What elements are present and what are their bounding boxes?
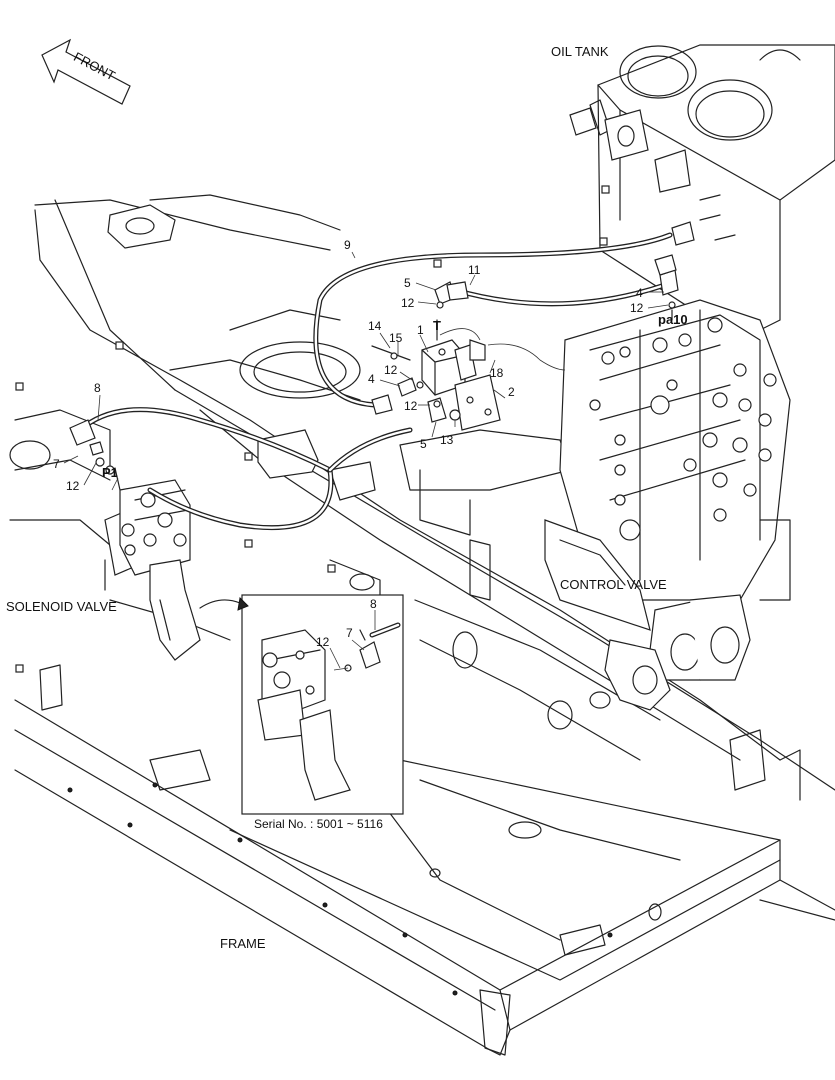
callout-1: 1 xyxy=(417,323,424,337)
callout-4-left: 4 xyxy=(368,372,375,386)
oil-tank xyxy=(569,44,835,341)
upper-frame-structure xyxy=(9,194,835,791)
port-pa10-label: pa10 xyxy=(658,312,688,327)
callout-12-upper: 12 xyxy=(401,296,415,310)
inset-pointer-arrow xyxy=(199,596,249,611)
callout-9: 9 xyxy=(344,238,351,252)
callout-5-upper: 5 xyxy=(404,276,411,290)
solenoid-valve-label: SOLENOID VALVE xyxy=(6,599,117,614)
callout-18: 18 xyxy=(490,366,504,380)
callout-14: 14 xyxy=(368,319,382,333)
callout-8-main: 8 xyxy=(94,381,101,395)
callout-12-right: 12 xyxy=(630,301,644,315)
callout-12-inset: 12 xyxy=(316,635,330,649)
callout-4-right: 4 xyxy=(636,286,643,300)
serial-number-label: Serial No. : 5001 ~ 5116 xyxy=(254,817,383,831)
control-valve-label: CONTROL VALVE xyxy=(560,577,667,592)
callout-2: 2 xyxy=(508,385,515,399)
oil-tank-label: OIL TANK xyxy=(551,44,609,59)
valve-block-assembly xyxy=(69,221,695,467)
callout-13: 13 xyxy=(440,433,454,447)
port-t-label: T xyxy=(433,318,441,333)
hoses xyxy=(77,232,673,531)
leader-lines xyxy=(63,251,669,669)
callout-11: 11 xyxy=(468,263,481,277)
lower-frame-rail xyxy=(14,664,835,1056)
marker-squares xyxy=(15,185,610,673)
port-p1-label: P1 xyxy=(102,465,118,480)
callout-12-p1: 12 xyxy=(66,479,80,493)
callout-12-mid: 12 xyxy=(384,363,398,377)
solenoid-valve-assembly xyxy=(104,465,201,661)
callout-7-inset: 7 xyxy=(346,626,353,640)
callout-7-main: 7 xyxy=(53,457,60,471)
front-arrow: FRONT xyxy=(41,38,131,105)
callout-12-lower: 12 xyxy=(404,399,418,413)
callout-15: 15 xyxy=(389,331,403,345)
callout-8-inset: 8 xyxy=(370,597,377,611)
frame-label: FRAME xyxy=(220,936,266,951)
callout-5-lower: 5 xyxy=(420,437,427,451)
control-valve xyxy=(544,299,801,801)
inset-serial-variant xyxy=(241,594,404,815)
